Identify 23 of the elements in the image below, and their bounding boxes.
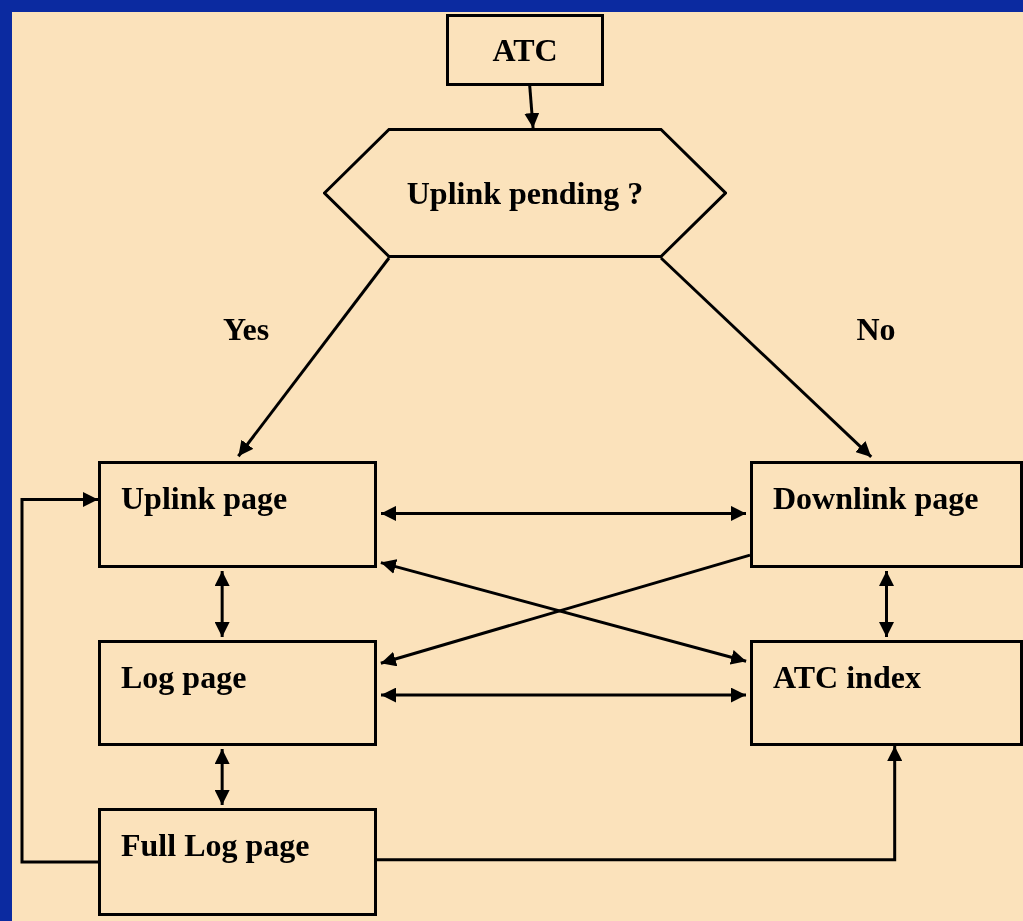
page-box <box>750 640 1023 746</box>
arrow <box>659 256 873 458</box>
page-box <box>98 640 377 746</box>
node-label: ATC <box>492 34 558 66</box>
arrow <box>20 492 98 864</box>
node-label: Log page <box>121 661 247 693</box>
arrow <box>377 746 903 862</box>
node-label: Uplink page <box>121 482 288 514</box>
arrow <box>381 505 746 521</box>
node-label: ATC index <box>773 661 921 693</box>
page-box <box>750 461 1023 568</box>
node-label: Downlink page <box>773 482 979 514</box>
arrow <box>381 687 746 703</box>
arrow <box>879 571 894 637</box>
arrow <box>214 749 230 805</box>
page-box <box>98 461 377 568</box>
page-box <box>98 808 377 916</box>
arrow <box>524 85 540 129</box>
arrow <box>237 257 391 458</box>
start-box <box>446 14 604 86</box>
node-label: Uplink pending ? <box>406 177 644 209</box>
node-label: Full Log page <box>121 829 310 861</box>
arrow <box>214 571 230 637</box>
